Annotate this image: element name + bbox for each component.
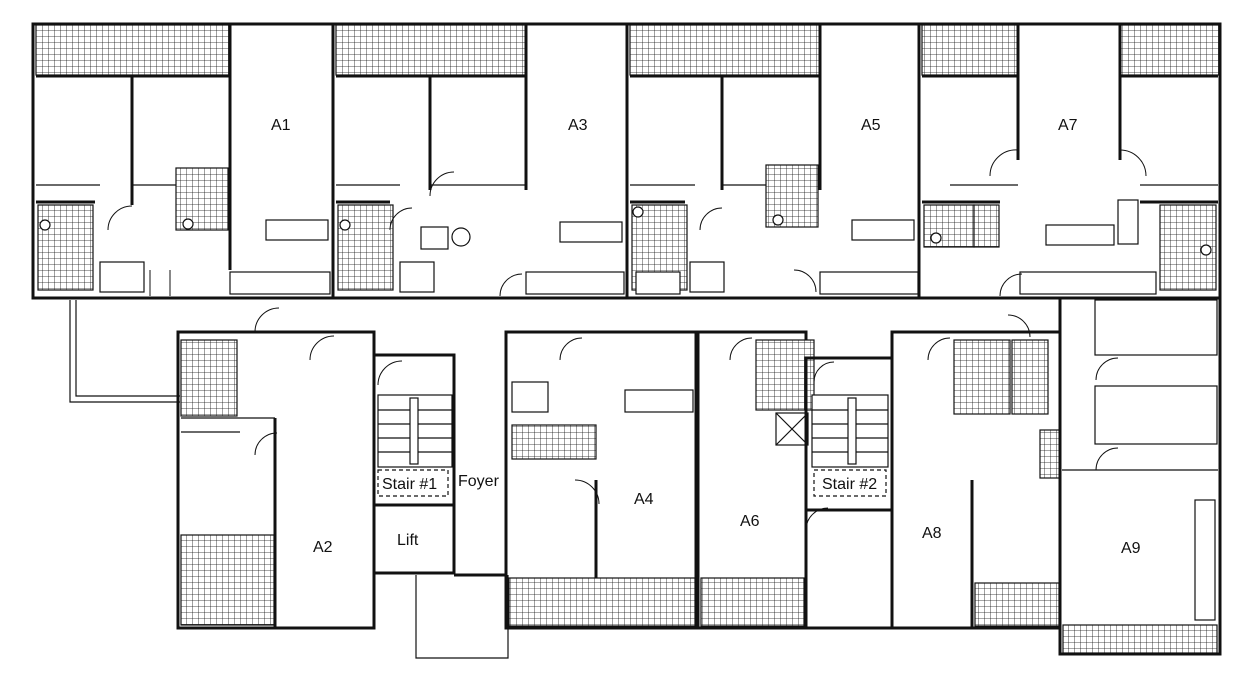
unit-labels: A1 A3 A5 A7 A2 A4 A6 A8 A9 — [271, 117, 1141, 557]
unit-label-a5: A5 — [861, 117, 881, 134]
unit-label-a7: A7 — [1058, 117, 1078, 134]
bottom-row-walls — [176, 296, 1222, 659]
unit-label-a9: A9 — [1121, 540, 1141, 557]
unit-label-a6: A6 — [740, 513, 760, 530]
foyer-label: Foyer — [458, 473, 500, 490]
top-row-doors — [107, 149, 1147, 297]
unit-label-a1: A1 — [271, 117, 291, 134]
stair-2-label: Stair #2 — [822, 476, 877, 493]
bottom-row-doors — [254, 307, 1119, 531]
common-labels: Stair #1 Stair #2 Lift Foyer — [382, 473, 877, 549]
unit-label-a3: A3 — [568, 117, 588, 134]
walkway — [69, 300, 180, 403]
lift-label: Lift — [397, 532, 419, 549]
unit-label-a8: A8 — [922, 525, 942, 542]
top-row-fixtures — [37, 164, 1217, 295]
top-row-walls — [31, 22, 1222, 300]
stair-1-label: Stair #1 — [382, 476, 437, 493]
unit-label-a4: A4 — [634, 491, 654, 508]
unit-label-a2: A2 — [313, 539, 333, 556]
